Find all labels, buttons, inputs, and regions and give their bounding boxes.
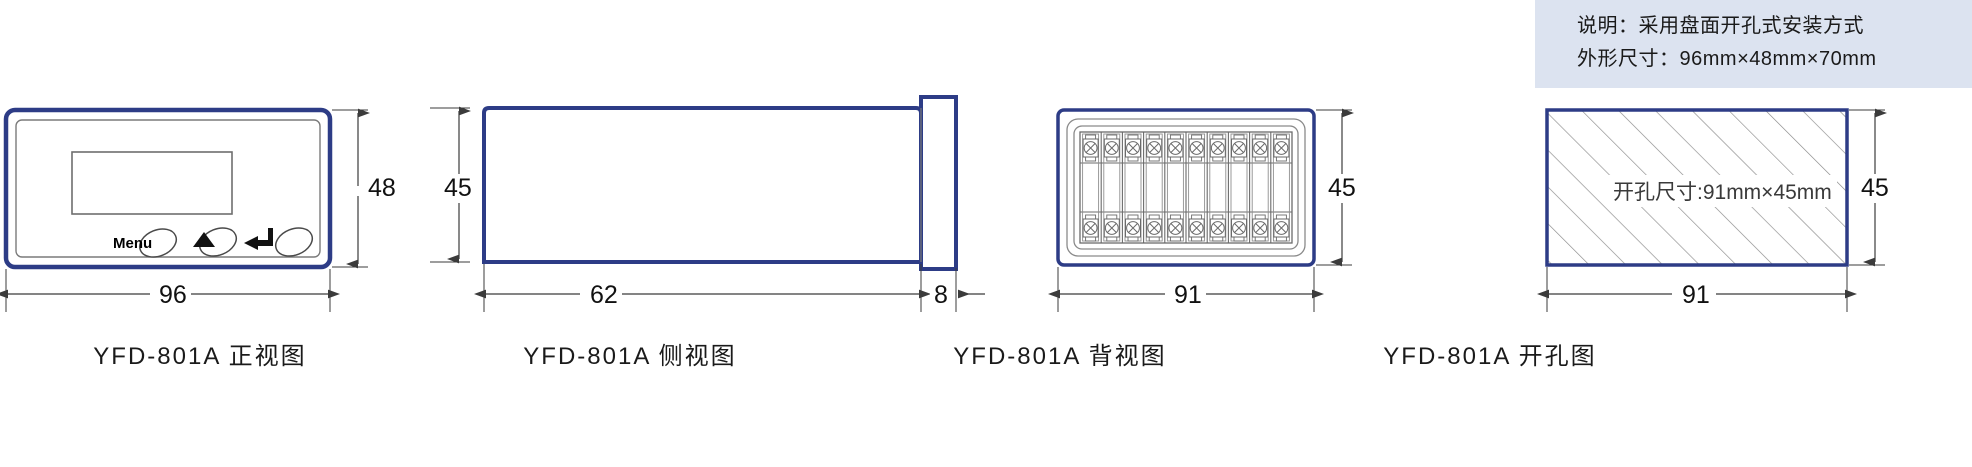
note-line-2: 外形尺寸：96mm×48mm×70mm bbox=[1577, 48, 1877, 70]
caption-front-view: YFD-801A 正视图 bbox=[93, 343, 307, 370]
note-line-1: 说明：采用盘面开孔式安装方式 bbox=[1577, 15, 1864, 37]
menu-button-label: Menu bbox=[113, 235, 153, 252]
front-view-drawing bbox=[0, 107, 370, 312]
side-height-dimension: 45 bbox=[440, 174, 476, 203]
installation-note-box: 说明：采用盘面开孔式安装方式 外形尺寸：96mm×48mm×70mm bbox=[1535, 0, 1972, 88]
cutout-size-label: 开孔尺寸:91mm×45mm bbox=[1608, 175, 1837, 207]
cutout-view-drawing bbox=[1536, 108, 1887, 312]
caption-side-view: YFD-801A 侧视图 bbox=[523, 343, 737, 370]
cutout-height-dimension: 45 bbox=[1857, 174, 1893, 203]
side-depth-dimension: 62 bbox=[586, 281, 622, 310]
back-width-dimension: 91 bbox=[1170, 281, 1206, 310]
front-width-dimension: 96 bbox=[155, 281, 191, 310]
back-view-drawing bbox=[1047, 108, 1354, 312]
front-height-dimension: 48 bbox=[364, 174, 400, 203]
back-height-dimension: 45 bbox=[1324, 174, 1360, 203]
cutout-width-dimension: 91 bbox=[1678, 281, 1714, 310]
caption-back-view: YFD-801A 背视图 bbox=[953, 343, 1167, 370]
side-view-drawing bbox=[430, 95, 985, 312]
caption-cutout-view: YFD-801A 开孔图 bbox=[1383, 343, 1597, 370]
side-flange-dimension: 8 bbox=[930, 281, 952, 310]
terminal-block bbox=[1080, 132, 1292, 243]
